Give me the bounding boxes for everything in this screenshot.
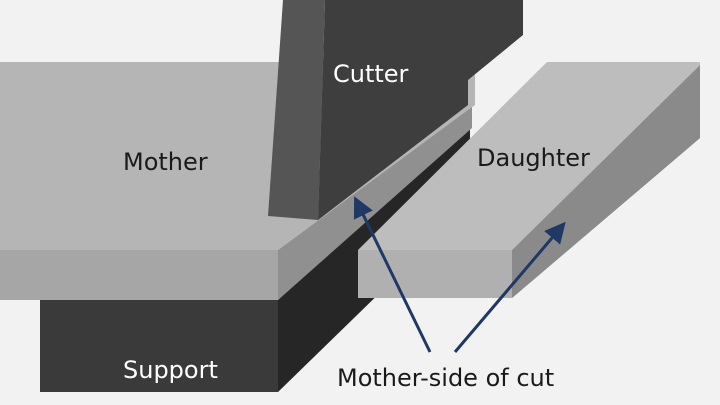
support-label: Support xyxy=(123,356,218,384)
daughter-label: Daughter xyxy=(477,144,590,172)
mother-cut-bevel xyxy=(278,107,472,300)
mother-label: Mother xyxy=(123,148,208,176)
support-front-face xyxy=(40,300,278,392)
cutter-side-face xyxy=(268,0,325,220)
cutter-front-face xyxy=(318,0,523,220)
daughter-front-face xyxy=(358,250,512,298)
callout-arrow-daughter xyxy=(453,221,566,353)
cutter-label: Cutter xyxy=(333,60,409,88)
daughter-top-face xyxy=(358,62,700,250)
callout-arrow-mother xyxy=(353,196,432,353)
callout-label: Mother-side of cut xyxy=(337,364,554,392)
mother-front-face xyxy=(0,250,278,300)
